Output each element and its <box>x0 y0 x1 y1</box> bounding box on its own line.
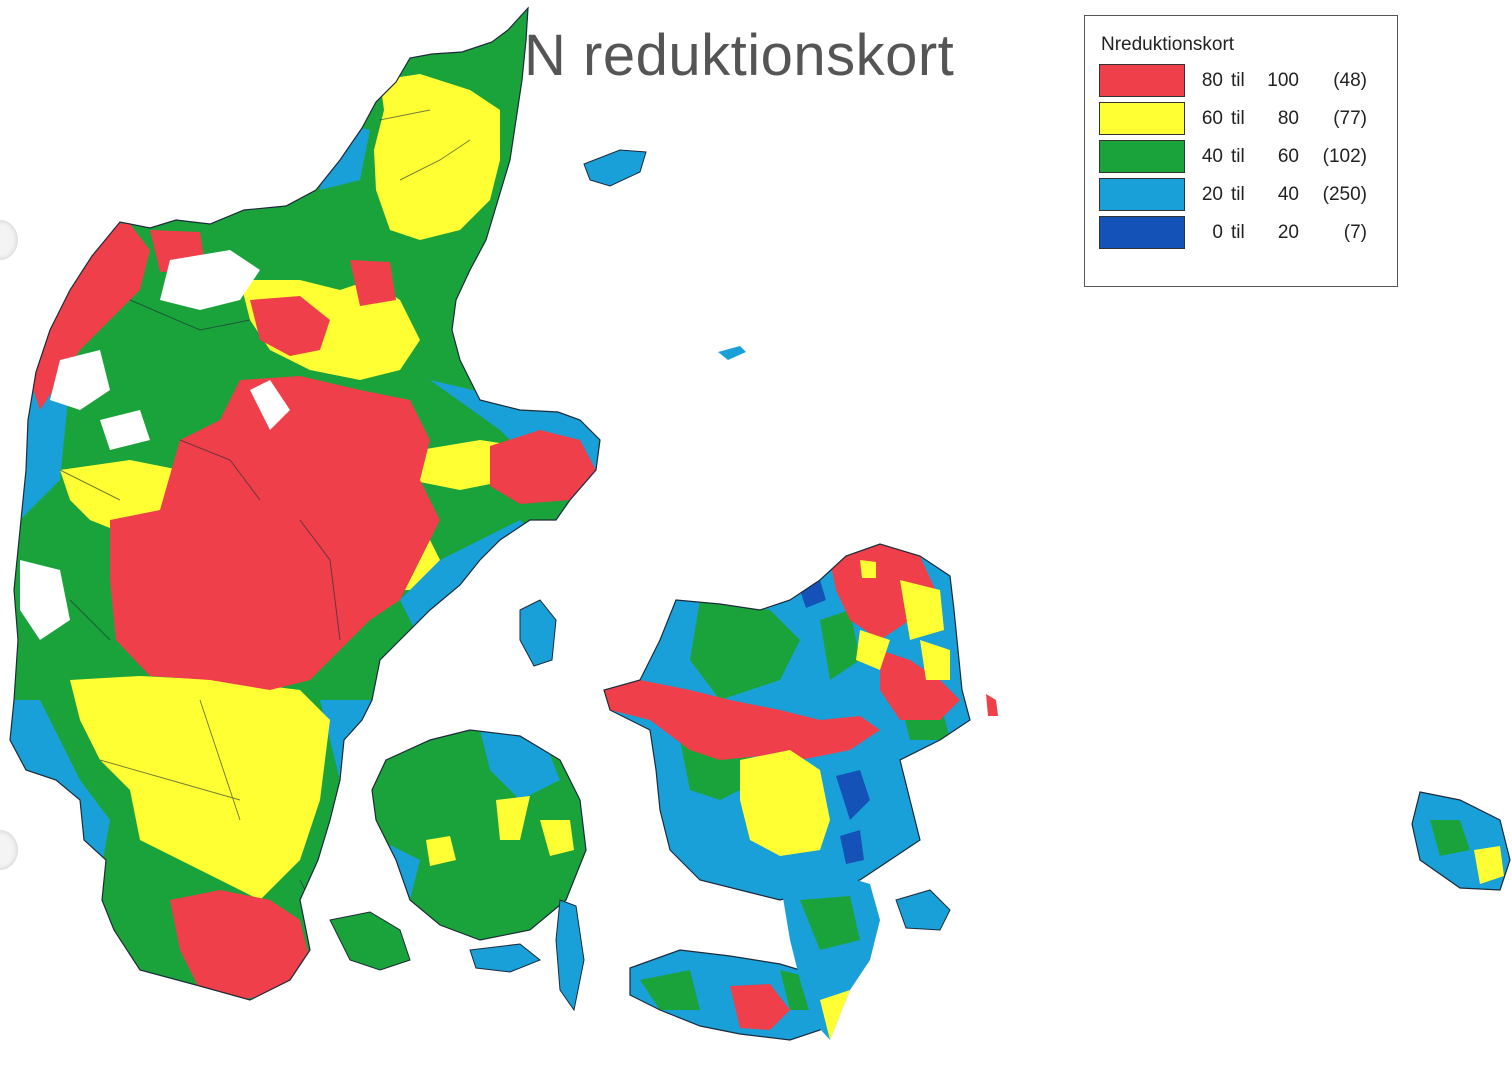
legend-count: (102) <box>1322 146 1367 167</box>
jutland-red-djursland <box>490 430 596 504</box>
legend-title: Nreduktionskort <box>1101 34 1235 55</box>
funen-blue <box>380 730 560 900</box>
falster-region <box>780 872 880 1040</box>
lolland-red <box>730 984 790 1030</box>
lolland-coastline <box>629 949 841 1041</box>
legend-to: 40 <box>1277 184 1299 205</box>
legend-swatch <box>1099 102 1185 135</box>
bornholm-green <box>1430 820 1470 856</box>
legend-swatch <box>1099 178 1185 211</box>
jutland-red-small-north <box>150 230 396 356</box>
island-amager-red <box>986 694 998 716</box>
legend-count: (7) <box>1343 222 1367 243</box>
legend-til: til <box>1231 222 1245 243</box>
binder-punch-hole <box>0 830 18 870</box>
legend-from: 60 <box>1201 108 1223 129</box>
legend-count: (250) <box>1322 184 1367 205</box>
zealand-darkblue <box>800 580 870 864</box>
legend-til: til <box>1231 146 1245 167</box>
binder-punch-hole <box>0 220 18 260</box>
funen-yellow <box>426 796 574 866</box>
legend-to: 80 <box>1277 108 1299 129</box>
legend-swatch <box>1099 140 1185 173</box>
legend-from: 0 <box>1212 222 1223 243</box>
legend-swatch <box>1099 64 1185 97</box>
island-taasinge-aero <box>469 943 541 973</box>
legend-row: 40 til 60 (102) <box>1099 140 1389 173</box>
map-title: N reduktionskort <box>524 23 955 88</box>
legend-to: 20 <box>1277 222 1299 243</box>
jutland-red-south <box>170 890 310 1000</box>
legend-row: 60 til 80 (77) <box>1099 102 1389 135</box>
legend-row: 80 til 100 (48) <box>1099 64 1389 97</box>
bornholm-region <box>1412 792 1510 890</box>
legend-row: 0 til 20 (7) <box>1099 216 1389 249</box>
legend-til: til <box>1231 70 1245 91</box>
zealand-red <box>604 544 960 760</box>
island-samso <box>519 599 557 667</box>
legend-to: 60 <box>1277 146 1299 167</box>
jutland-yellow-south <box>70 676 330 900</box>
legend-from: 40 <box>1201 146 1223 167</box>
legend: Nreduktionskort 80 til 100 (48) 60 til 8… <box>1084 15 1398 287</box>
zealand-coastline <box>603 543 971 901</box>
funen-coastline <box>371 729 587 941</box>
legend-til: til <box>1231 108 1245 129</box>
island-als <box>329 911 411 971</box>
legend-count: (77) <box>1333 108 1367 129</box>
island-langeland <box>555 899 585 1012</box>
island-anholt <box>718 346 746 360</box>
island-moen <box>895 889 951 931</box>
legend-from: 80 <box>1201 70 1223 91</box>
legend-row: 20 til 40 (250) <box>1099 178 1389 211</box>
legend-to: 100 <box>1267 70 1299 91</box>
jutland-yellow-north <box>374 74 500 240</box>
falster-green <box>800 896 860 950</box>
lolland-green <box>640 970 830 1010</box>
legend-swatch <box>1099 216 1185 249</box>
jutland-red-central <box>110 376 440 690</box>
zealand-region <box>604 544 970 900</box>
legend-from: 20 <box>1201 184 1223 205</box>
island-laeso <box>583 149 647 187</box>
bornholm-coastline <box>1411 791 1511 891</box>
zealand-yellow <box>740 560 950 856</box>
bornholm-yellow <box>1474 846 1504 884</box>
jutland-water-inlets <box>20 250 290 640</box>
legend-count: (48) <box>1333 70 1367 91</box>
legend-til: til <box>1231 184 1245 205</box>
